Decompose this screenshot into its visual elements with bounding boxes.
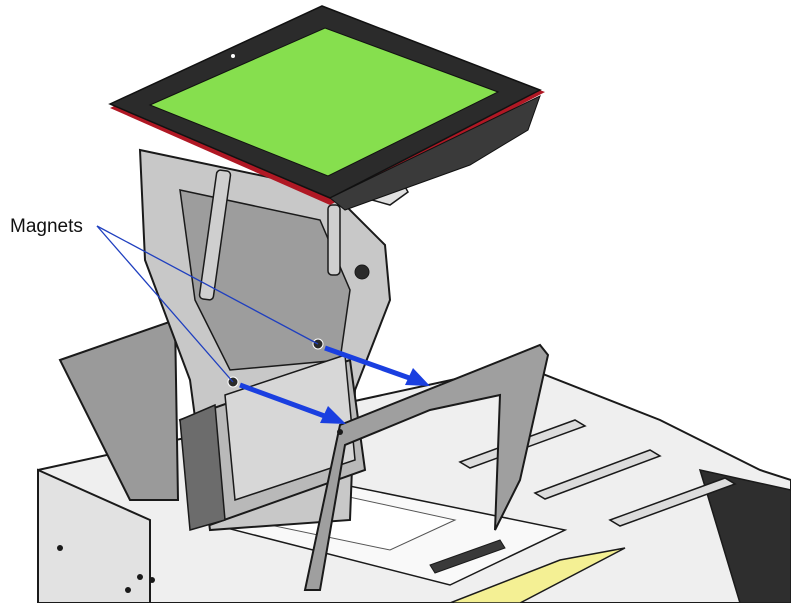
tablet <box>108 5 545 211</box>
base-right-lip <box>698 468 791 604</box>
tray-latch <box>429 539 506 574</box>
camera-icon <box>231 54 235 58</box>
arrow-shaft <box>239 382 331 421</box>
screw-icon <box>137 574 143 580</box>
callout-label: Magnets <box>10 216 83 237</box>
screw-icon <box>149 577 155 583</box>
arrow-right-icon <box>320 406 346 424</box>
leader-line <box>96 225 319 345</box>
strut-pivot-knob <box>354 264 370 280</box>
left-side-panel <box>58 318 180 501</box>
arrow-shaft <box>324 345 416 383</box>
base-slot <box>533 449 662 500</box>
tower-housing <box>138 148 550 591</box>
arrow-right-icon <box>405 368 430 386</box>
base-unit <box>37 363 791 604</box>
tablet-underside <box>329 95 541 211</box>
magnet-hole-right <box>337 429 343 435</box>
screw-icon <box>125 587 131 593</box>
direction-arrows <box>239 345 430 424</box>
base-slot <box>608 477 737 527</box>
guide-plate <box>303 343 550 591</box>
tablet-screen <box>148 27 500 177</box>
housing-front-panel <box>179 403 226 531</box>
gas-strut-right <box>327 204 341 276</box>
screw-icon <box>57 545 63 551</box>
leader-line <box>96 225 234 383</box>
magnets-callout: Magnets <box>10 216 319 383</box>
gas-strut-left <box>198 169 232 301</box>
